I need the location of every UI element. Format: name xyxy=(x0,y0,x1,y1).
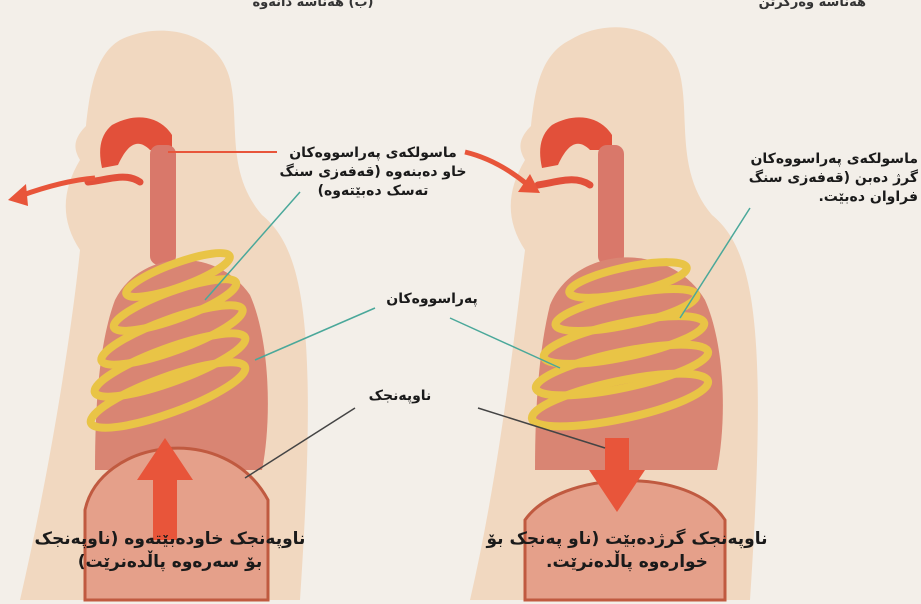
rib-muscles-right-line-2: گرژ دەبن (قەفەزی سنگ xyxy=(733,169,918,188)
rib-muscles-left-label: ماسولکەی پەراسووەکان خاو دەبنەوە (قەفەزی… xyxy=(278,144,468,201)
caption-left: ناوپەنجک خاودەبێتەوە (ناوپەنجک بۆ سەرەوە… xyxy=(10,528,330,574)
rib-muscles-right-line-3: فراوان دەبێت. xyxy=(733,188,918,207)
rib-muscles-right-label: ماسولکەی پەراسووەکان گرژ دەبن (قەفەزی سن… xyxy=(733,150,918,207)
rib-muscles-right-line-1: ماسولکەی پەراسووەکان xyxy=(733,150,918,169)
ribs-label: پەراسووەکان xyxy=(372,290,492,309)
caption-right-line-1: ناوپەنجک گرژدەبێت (ناو پەنجک بۆ xyxy=(462,528,792,551)
top-left-heading: (ب) هەناسە دانەوە xyxy=(228,0,398,12)
rib-muscles-left-line-3: تەسک دەبێتەوە) xyxy=(278,182,468,201)
caption-right: ناوپەنجک گرژدەبێت (ناو پەنجک بۆ خوارەوە … xyxy=(462,528,792,574)
caption-left-line-2: بۆ سەرەوە پاڵدەنرێت) xyxy=(10,551,330,574)
caption-left-line-1: ناوپەنجک خاودەبێتەوە (ناوپەنجک xyxy=(10,528,330,551)
rib-muscles-left-line-2: خاو دەبنەوە (قەفەزی سنگ xyxy=(278,163,468,182)
top-right-heading: هەناسە وەرگرتن xyxy=(736,0,866,12)
rib-muscles-left-line-1: ماسولکەی پەراسووەکان xyxy=(278,144,468,163)
left-mouth-airway xyxy=(88,177,140,182)
right-trachea xyxy=(598,145,624,265)
caption-right-line-2: خوارەوە پاڵدەنرێت. xyxy=(462,551,792,574)
left-trachea xyxy=(150,145,176,265)
diaphragm-label: ناوپەنجک xyxy=(355,387,445,406)
